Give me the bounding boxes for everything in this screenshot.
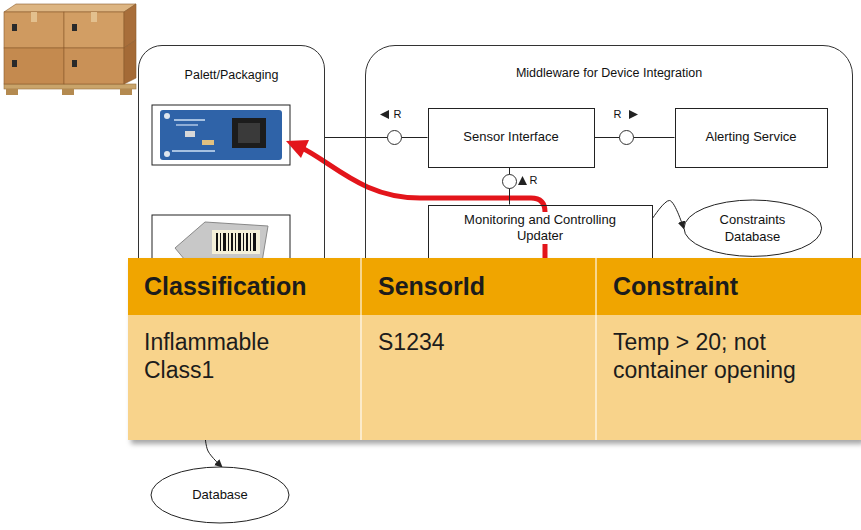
region-heading: Middleware for Device Integration (514, 66, 704, 82)
interface-label: R (393, 108, 403, 121)
chip (185, 131, 195, 137)
interface-socket (503, 175, 517, 189)
box-face (4, 48, 64, 84)
ellipse-outline (151, 467, 289, 523)
barcode-bar (220, 233, 221, 251)
pallet-block (6, 89, 18, 95)
connector (653, 200, 684, 228)
mounting-hole (164, 113, 170, 119)
box-symbol (12, 24, 17, 31)
barcode-bar (216, 233, 218, 251)
table-header: SensorId (362, 258, 597, 315)
highlight-arrow-head (286, 140, 309, 158)
connector-socket (232, 118, 266, 148)
process-box: Sensor Interface (428, 108, 595, 168)
box-face (64, 48, 124, 84)
pallet-block (62, 89, 74, 95)
connector-socket (238, 123, 260, 143)
interface-label: R (529, 174, 539, 187)
interface-socket (388, 131, 402, 145)
barcode-bar (250, 233, 251, 251)
box-symbol (72, 60, 77, 67)
pallet-illustration (4, 4, 136, 95)
box-tape (91, 12, 97, 22)
table-cell: S1234 (362, 315, 597, 440)
circuit-board (160, 110, 282, 160)
box-tape (31, 12, 37, 22)
interface-label: R (613, 108, 623, 121)
node-label: Database (190, 487, 250, 503)
process-box: Alerting Service (675, 108, 828, 168)
interface-socket (620, 131, 634, 145)
direction-triangle (380, 110, 389, 119)
pallet-deck (4, 84, 136, 89)
ellipse-outline (684, 200, 822, 256)
region-heading: Palett/Packaging (183, 68, 281, 84)
pallet-block (120, 89, 132, 95)
connector (325, 137, 428, 138)
box-face (64, 12, 124, 48)
barcode-bar (231, 233, 233, 251)
chip (202, 140, 214, 145)
connector (595, 137, 675, 138)
barcode-bar (238, 233, 241, 251)
table-header: Constraint (597, 258, 861, 315)
database-ellipse: Constraints Database (683, 199, 823, 257)
direction-triangle (629, 110, 638, 119)
box-symbol (12, 60, 17, 67)
silkscreen-mark (174, 119, 205, 121)
table-header: Classification (128, 258, 362, 315)
barcode-bar (235, 233, 236, 251)
silkscreen-mark (176, 124, 198, 125)
constraint-table: ClassificationSensorIdConstraintInflamma… (128, 258, 861, 440)
node-label: Constraints Database (708, 212, 796, 245)
box-face (4, 12, 64, 48)
mounting-hole (164, 151, 170, 157)
table-cell: Temp > 20; not container opening (597, 315, 861, 440)
barcode-bar (253, 233, 256, 251)
sensor-picture (152, 105, 290, 165)
barcode-label (212, 230, 260, 254)
database-ellipse: Database (150, 466, 290, 524)
silkscreen-mark (172, 150, 215, 152)
box-side (124, 40, 136, 84)
node-label: Alerting Service (703, 129, 798, 145)
direction-triangle (518, 176, 527, 185)
barcode-bar (223, 233, 226, 251)
box-top (4, 4, 136, 12)
box-symbol (72, 24, 77, 31)
barcode-bar (246, 233, 248, 251)
barcode-bar (243, 233, 244, 251)
node-label: Monitoring and Controlling Updater (446, 212, 635, 245)
table-cell: Inflammable Class1 (128, 315, 362, 440)
node-label: Sensor Interface (461, 129, 560, 145)
barcode-bar (228, 233, 229, 251)
picture-frame (152, 105, 290, 165)
